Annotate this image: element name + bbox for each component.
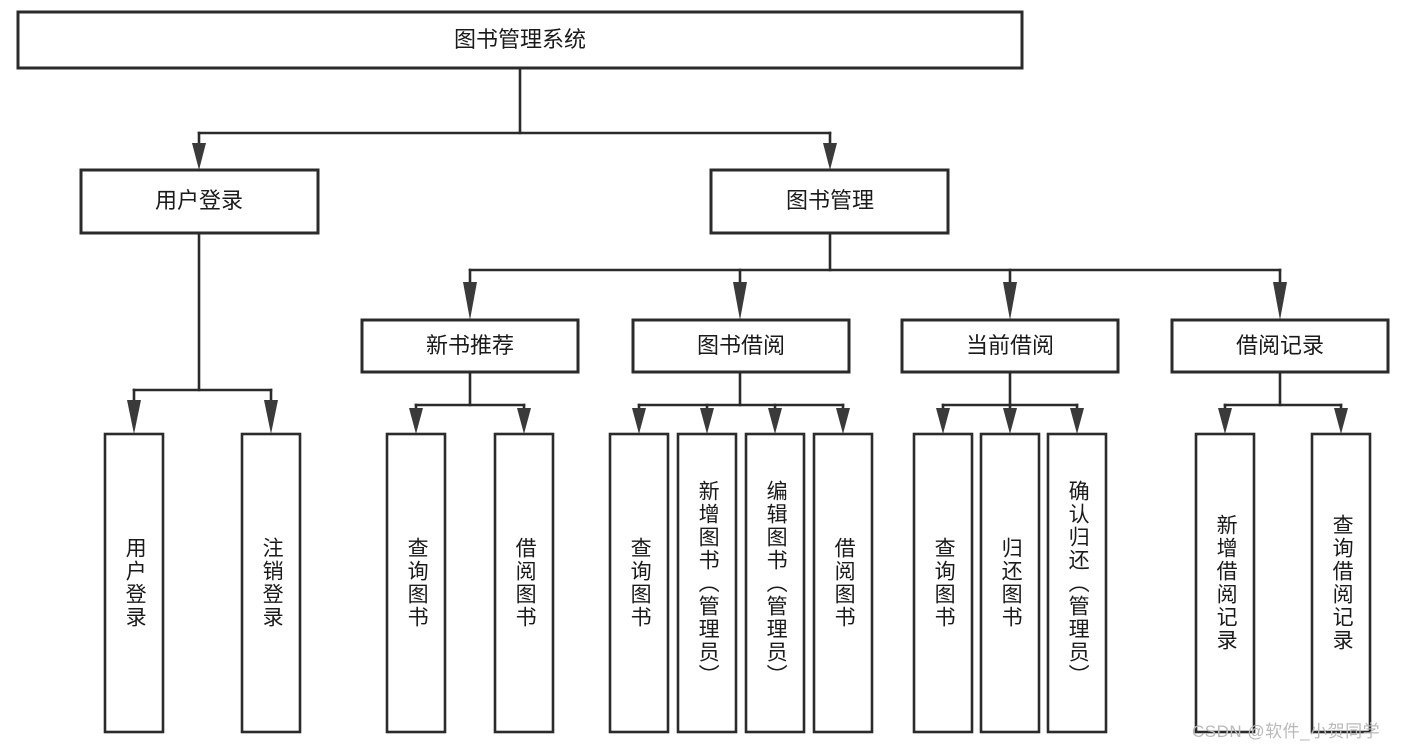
- edge-group-borrow-record: [1218, 370, 1348, 434]
- leaf-book-borrow-1[interactable]: [676, 432, 738, 734]
- edge-group-user-login: [127, 231, 278, 434]
- leaf-current-borrow-1[interactable]: [979, 432, 1041, 734]
- leaf-current-borrow-0[interactable]: [912, 432, 974, 734]
- node-user-login-label: 用户登录: [155, 188, 243, 213]
- arrow-head-icon: [823, 143, 837, 170]
- edge-group-book-borrow: [632, 370, 850, 434]
- arrow-head-icon: [1003, 408, 1017, 434]
- node-borrow-record-label: 借阅记录: [1236, 333, 1324, 358]
- arrow-head-icon: [127, 400, 141, 434]
- node-new-book-recommend[interactable]: [360, 318, 580, 374]
- leaf-borrow-record-0[interactable]: [1194, 432, 1256, 734]
- arrow-head-icon: [700, 408, 714, 434]
- arrow-head-icon: [409, 408, 423, 434]
- leaf-book-borrow-2[interactable]: [744, 432, 806, 734]
- arrow-head-icon: [936, 408, 950, 434]
- node-new-book-recommend-label: 新书推荐: [426, 333, 514, 358]
- leaf-book-borrow-0[interactable]: [608, 432, 670, 734]
- arrow-head-icon: [1273, 282, 1287, 320]
- edge-group-root: [192, 66, 837, 170]
- leaf-new-book-0[interactable]: [385, 432, 447, 734]
- node-root[interactable]: [16, 10, 1024, 70]
- arrow-head-icon: [632, 408, 646, 434]
- node-book-manage-label: 图书管理: [786, 188, 874, 213]
- arrow-head-icon: [1070, 408, 1084, 434]
- arrow-head-icon: [733, 282, 747, 320]
- node-root-label: 图书管理系统: [454, 27, 586, 52]
- csdn-watermark: CSDN @软件_小贺同学: [1192, 722, 1381, 741]
- leaf-book-borrow-3[interactable]: [812, 432, 874, 734]
- edge-group-book-manage: [463, 231, 1287, 320]
- node-book-manage[interactable]: [709, 168, 950, 235]
- leaf-user-login-0[interactable]: [103, 432, 165, 734]
- node-book-borrow[interactable]: [631, 318, 851, 374]
- leaf-user-login-1[interactable]: [240, 432, 302, 734]
- arrow-head-icon: [463, 282, 477, 320]
- arrow-head-icon: [192, 143, 206, 170]
- arrow-head-icon: [1334, 408, 1348, 434]
- arrow-head-icon: [768, 408, 782, 434]
- leaf-current-borrow-2[interactable]: [1046, 432, 1108, 734]
- edge-group-new-book: [409, 370, 531, 434]
- arrow-head-icon: [517, 408, 531, 434]
- node-user-login[interactable]: [79, 168, 320, 235]
- node-current-borrow[interactable]: [900, 318, 1120, 374]
- node-borrow-record[interactable]: [1170, 318, 1390, 374]
- arrow-head-icon: [1218, 408, 1232, 434]
- node-current-borrow-label: 当前借阅: [966, 333, 1054, 358]
- leaf-new-book-1[interactable]: [493, 432, 555, 734]
- arrow-head-icon: [264, 400, 278, 434]
- leaf-borrow-record-1[interactable]: [1310, 432, 1372, 734]
- node-book-borrow-label: 图书借阅: [697, 333, 785, 358]
- edge-group-current-borrow: [936, 370, 1084, 434]
- arrow-head-icon: [836, 408, 850, 434]
- arrow-head-icon: [1003, 282, 1017, 320]
